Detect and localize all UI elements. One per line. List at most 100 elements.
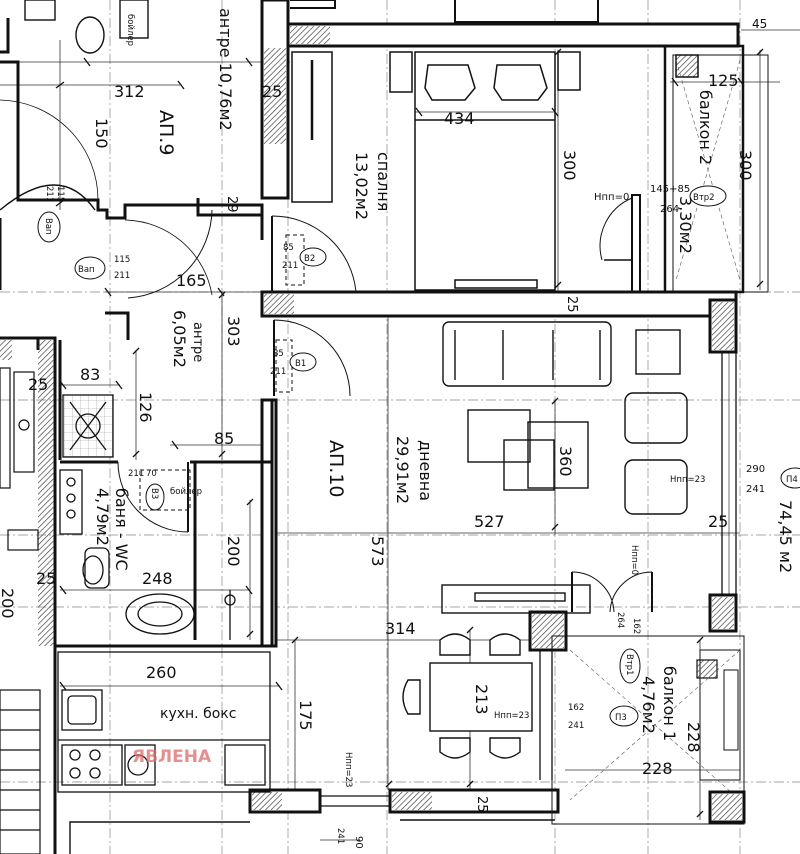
dim-527: 527 (474, 512, 505, 531)
b1-bot: 211 (270, 367, 286, 377)
wall-hatch-2 (38, 340, 54, 646)
balcony-1 (551, 635, 746, 825)
walls-antre-bath (0, 198, 274, 854)
ap10-label: АП.10 (325, 440, 347, 498)
balcony1-area: 4,76м2 (639, 676, 658, 734)
wall-top-1 (286, 22, 740, 48)
b1-top: 85 (273, 349, 284, 359)
p3-hnn: Hпп=23 (494, 711, 529, 721)
living-furniture (441, 321, 688, 614)
dim-314: 314 (385, 619, 416, 638)
tag-circles (37, 185, 800, 727)
wall-hatch-3 (0, 340, 12, 360)
walls-ap10 (248, 290, 738, 814)
b3-bot: 211 (128, 469, 144, 479)
dim-90: 90 (353, 836, 364, 849)
vap1-tag: Вап (43, 218, 53, 235)
left-fixtures (0, 367, 39, 551)
dim-85: 85 (214, 429, 234, 448)
b3-top: 70 (146, 469, 157, 479)
vtr2-bot: 264 (660, 204, 679, 215)
vtr2-tag: Втр2 (693, 193, 715, 203)
watermark: ЯВЛЕНА (132, 747, 212, 767)
vtr1-frac: 162 (631, 618, 641, 634)
vap2-top: 115 (114, 255, 130, 265)
dim-150: 150 (92, 118, 111, 149)
dim-434: 434 (444, 109, 475, 128)
p4-bot: 241 (746, 484, 765, 495)
dim-228b: 228 (642, 759, 673, 778)
stairs (0, 689, 41, 854)
walls-ap9 (0, 18, 264, 290)
balcony-2 (599, 44, 769, 296)
dim-25b: 25 (28, 375, 48, 394)
dim-25a: 25 (262, 82, 282, 101)
dim-200b: 200 (0, 588, 17, 619)
vtr1-hnn: Hпп=0 (629, 545, 639, 575)
dim-25f: 25 (474, 796, 489, 813)
vtr2-frac: 145+85 (650, 184, 690, 195)
dim-300a: 300 (560, 150, 579, 181)
bottom-hnn: Hпп=23 (343, 752, 353, 787)
vap1-bot: 211 (44, 186, 54, 202)
p4-tag: П4 (786, 475, 798, 485)
bottom-241: 241 (335, 828, 345, 844)
wall-top-hatch (290, 26, 330, 44)
dim-83: 83 (80, 365, 100, 384)
bedroom (291, 51, 581, 291)
total-area-edge: 74,45 м2 (776, 500, 795, 573)
dim-200a: 200 (224, 536, 243, 567)
sofa (442, 321, 612, 387)
dimension-ticks (55, 48, 764, 818)
b2-bot: 211 (282, 261, 298, 271)
antre-name: антре (190, 322, 205, 362)
dim-303: 303 (224, 316, 243, 347)
dim-300b: 300 (736, 150, 755, 181)
p3-top: 162 (568, 703, 584, 713)
p3-tag: П3 (615, 713, 627, 723)
wardrobe-top (290, 0, 599, 23)
dim-213: 213 (472, 684, 491, 715)
bath-name: баня - WC (112, 488, 131, 571)
balcony2-area: 3,30м2 (676, 196, 695, 254)
p4-hnn: Hпп=23 (670, 475, 705, 485)
dim-126: 126 (136, 392, 155, 423)
doors (117, 209, 653, 613)
vap2-bot: 211 (114, 271, 130, 281)
balcony1-name: балкон 1 (660, 666, 679, 741)
b1-tag: В1 (295, 359, 306, 369)
boiler-top: бойлер (125, 14, 135, 46)
dim-260: 260 (146, 663, 177, 682)
vtr1-bot: 264 (615, 612, 625, 628)
dim-25c: 25 (708, 512, 728, 531)
dim-573: 573 (368, 536, 387, 567)
wall-hatch-1 (264, 48, 286, 144)
vtr2-hnn: Hпп=0 (594, 192, 629, 203)
p4-top: 290 (746, 464, 765, 475)
dining-set (402, 633, 533, 759)
b3-tag: В3 (149, 488, 159, 499)
dimension-labels: 312 150 25 434 300 45 125 300 165 303 25… (0, 17, 767, 849)
kitchen-counter (57, 651, 271, 793)
antre-area: 6,05м2 (170, 310, 189, 368)
dim-29: 29 (224, 196, 239, 213)
dim-228a: 228 (684, 722, 703, 753)
opening-labels: 115 211 Вап 115 211 Вап 85 211 В2 85 211… (43, 184, 798, 844)
balcony2-name: балкон 2 (696, 90, 715, 165)
ap9-label: АП.9 (155, 110, 177, 155)
vap1-top: 115 (55, 186, 65, 202)
b2-tag: В2 (304, 254, 315, 264)
p3-bot: 241 (568, 721, 584, 731)
vtr1-tag: Втр1 (624, 654, 634, 676)
boiler-bath: бойлер (170, 487, 202, 497)
dim-312: 312 (114, 82, 145, 101)
living-area: 29,91м2 (393, 436, 412, 504)
bedroom-name: спалня (374, 152, 393, 211)
bed (414, 51, 556, 291)
living-name: дневна (416, 440, 435, 501)
bath-fixtures (59, 394, 236, 640)
dim-248: 248 (142, 569, 173, 588)
ap9-fixtures (0, 0, 213, 296)
dim-360: 360 (556, 446, 575, 477)
